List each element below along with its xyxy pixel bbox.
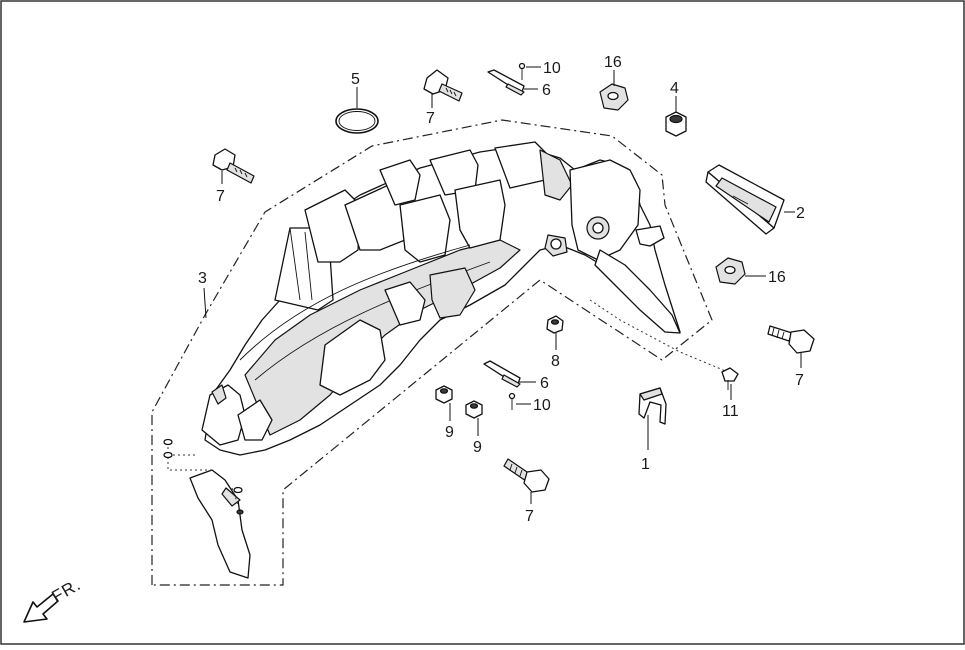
screw-part-10-lower: 10 [508,392,551,414]
callout-7-bottom: 7 [525,508,534,525]
callout-3-group: 3 [198,270,207,319]
arrow-down-left-icon [23,593,59,623]
screw-part-11: 11 [589,299,739,420]
callout-5: 5 [351,71,360,88]
grommet-part-16-top: 16 [599,54,629,111]
mud-flap-bracket [163,438,251,579]
bolt-part-7-top: 7 [423,69,463,127]
clip-part-6-top: 6 [487,69,551,99]
callout-7-left: 7 [216,188,225,205]
callout-8: 8 [551,353,560,370]
callout-4: 4 [670,80,679,97]
callout-16-top: 16 [604,54,622,71]
callout-6-lower: 6 [540,375,549,392]
grommet-part-16-right: 16 [715,257,786,286]
reflector-part-2: 2 [705,164,805,235]
callout-6-top: 6 [542,82,551,99]
callout-10-lower: 10 [533,397,551,414]
nut-part-4: 4 [665,80,687,137]
callout-3: 3 [198,270,207,287]
callout-9-left: 9 [445,424,454,441]
nut-part-8: 8 [546,315,564,370]
callout-11: 11 [722,403,739,420]
bolt-part-7-right: 7 [767,325,815,389]
callout-7-top: 7 [426,110,435,127]
callout-9-right: 9 [473,439,482,456]
screw-part-10-top: 10 [518,60,561,80]
bolt-part-7-left: 7 [212,148,255,205]
front-direction-indicator: FR. [23,575,84,623]
nut-part-9-right: 9 [465,400,483,456]
callout-7-right: 7 [795,372,804,389]
callout-10-top: 10 [543,60,561,77]
bolt-part-7-bottom: 7 [503,458,550,525]
callout-1: 1 [641,456,650,473]
callout-16-right: 16 [768,269,786,286]
clip-part-6-lower: 6 [483,360,549,392]
clip-part-1: 1 [638,387,667,473]
o-ring-part-5: 5 [335,71,379,134]
rear-fender-part-3 [201,141,681,456]
nut-part-9-left: 9 [435,385,454,441]
callout-2: 2 [796,205,805,222]
assembly-outline [151,119,713,586]
